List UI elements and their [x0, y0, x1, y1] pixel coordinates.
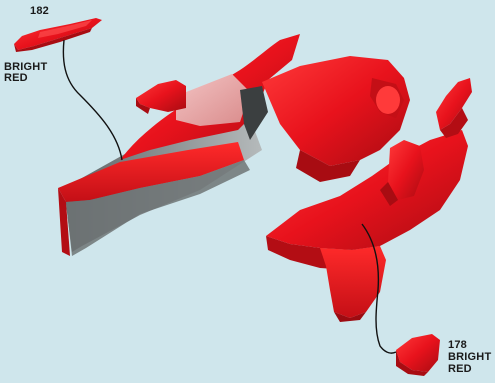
part-178-color-line1: BRIGHT [448, 352, 491, 363]
part-178-color-line2: RED [448, 364, 472, 375]
part-178-number: 178 [448, 340, 467, 351]
part-178-piece [396, 334, 440, 376]
part-182-color-line2: RED [4, 73, 28, 84]
main-body-center-piece [262, 56, 410, 182]
main-body-left-piece [58, 34, 300, 256]
leader-line-182 [63, 40, 122, 160]
part-182-piece [14, 18, 102, 52]
part-182-number: 182 [30, 6, 49, 17]
